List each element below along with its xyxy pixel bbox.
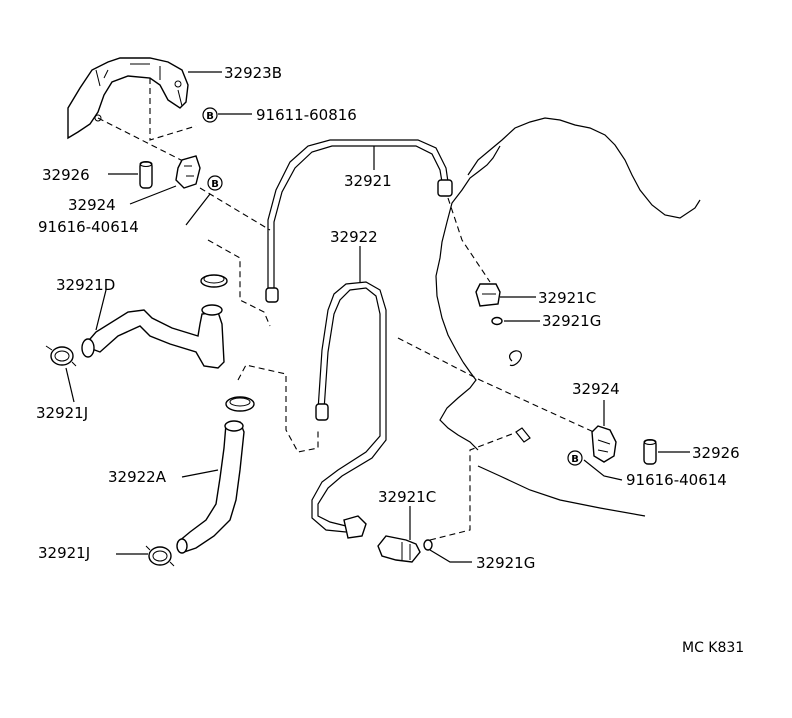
badge-b-left: B [207, 175, 223, 191]
hose-32922a [176, 420, 245, 554]
sleeve-32926-right [643, 439, 657, 465]
badge-b-upper: B [202, 107, 218, 123]
clamp-lower-hose [225, 396, 255, 412]
label-32924-left: 32924 [68, 196, 116, 214]
label-32922a: 32922A [108, 468, 167, 486]
label-91616-40614-right: 91616-40614 [626, 471, 727, 489]
guide-clamp-right [397, 337, 599, 435]
guide-bracket-a [149, 78, 197, 141]
guide-clamp-lower [237, 364, 319, 453]
clamp-32921j-lower [145, 545, 175, 567]
clamp-32924-left [175, 155, 201, 189]
label-32921c-right: 32921C [538, 289, 596, 307]
leader-91616-left [185, 193, 211, 226]
diagram-code: MC K831 [682, 640, 744, 656]
pipe-32921 [265, 139, 453, 303]
label-32921j-lower: 32921J [38, 544, 90, 562]
label-32921: 32921 [344, 172, 392, 190]
label-32921g-right: 32921G [542, 312, 601, 330]
fitting-32921c-right [475, 283, 501, 307]
label-32921d: 32921D [56, 276, 115, 294]
label-32926-right: 32926 [692, 444, 740, 462]
label-91616-40614-left: 91616-40614 [38, 218, 139, 236]
pipe-32922 [311, 281, 387, 539]
label-32921c-lower: 32921C [378, 488, 436, 506]
hose-32921d [81, 304, 225, 369]
label-32926-left: 32926 [42, 166, 90, 184]
svg-text:B: B [571, 454, 579, 465]
label-32924-right: 32924 [572, 380, 620, 398]
guide-bracket-b [97, 117, 186, 163]
label-32922: 32922 [330, 228, 378, 246]
leader-91616-right [583, 459, 623, 481]
leader-32922a [181, 469, 219, 478]
svg-text:B: B [211, 179, 219, 190]
guide-pipe-32921-right [447, 197, 491, 283]
clamp-32921j-upper [45, 345, 77, 367]
guide-pipe-32921 [199, 187, 271, 231]
label-32921j-upper: 32921J [36, 404, 88, 422]
guide-clamp-upper [207, 239, 271, 327]
badge-b-right: B [567, 450, 583, 466]
leader-32924-left [129, 185, 177, 205]
leader-32921g-lower [429, 549, 472, 563]
leader-32921j-upper [65, 367, 75, 403]
bracket-32923b [67, 57, 189, 140]
svg-text:B: B [206, 111, 214, 122]
label-32923b: 32923B [224, 64, 282, 82]
clamp-32924-right [591, 425, 617, 463]
leader-32921d [95, 289, 107, 331]
fitting-32921c-lower [377, 535, 421, 563]
label-32921g-lower: 32921G [476, 554, 535, 572]
oring-32921g-right [491, 316, 503, 326]
clamp-upper-hose [200, 274, 228, 288]
label-91611-60816: 91611-60816 [256, 106, 357, 124]
sleeve-32926-left [139, 161, 153, 189]
guide-fitting-lower [429, 433, 513, 541]
oring-32921g-lower [423, 539, 433, 551]
